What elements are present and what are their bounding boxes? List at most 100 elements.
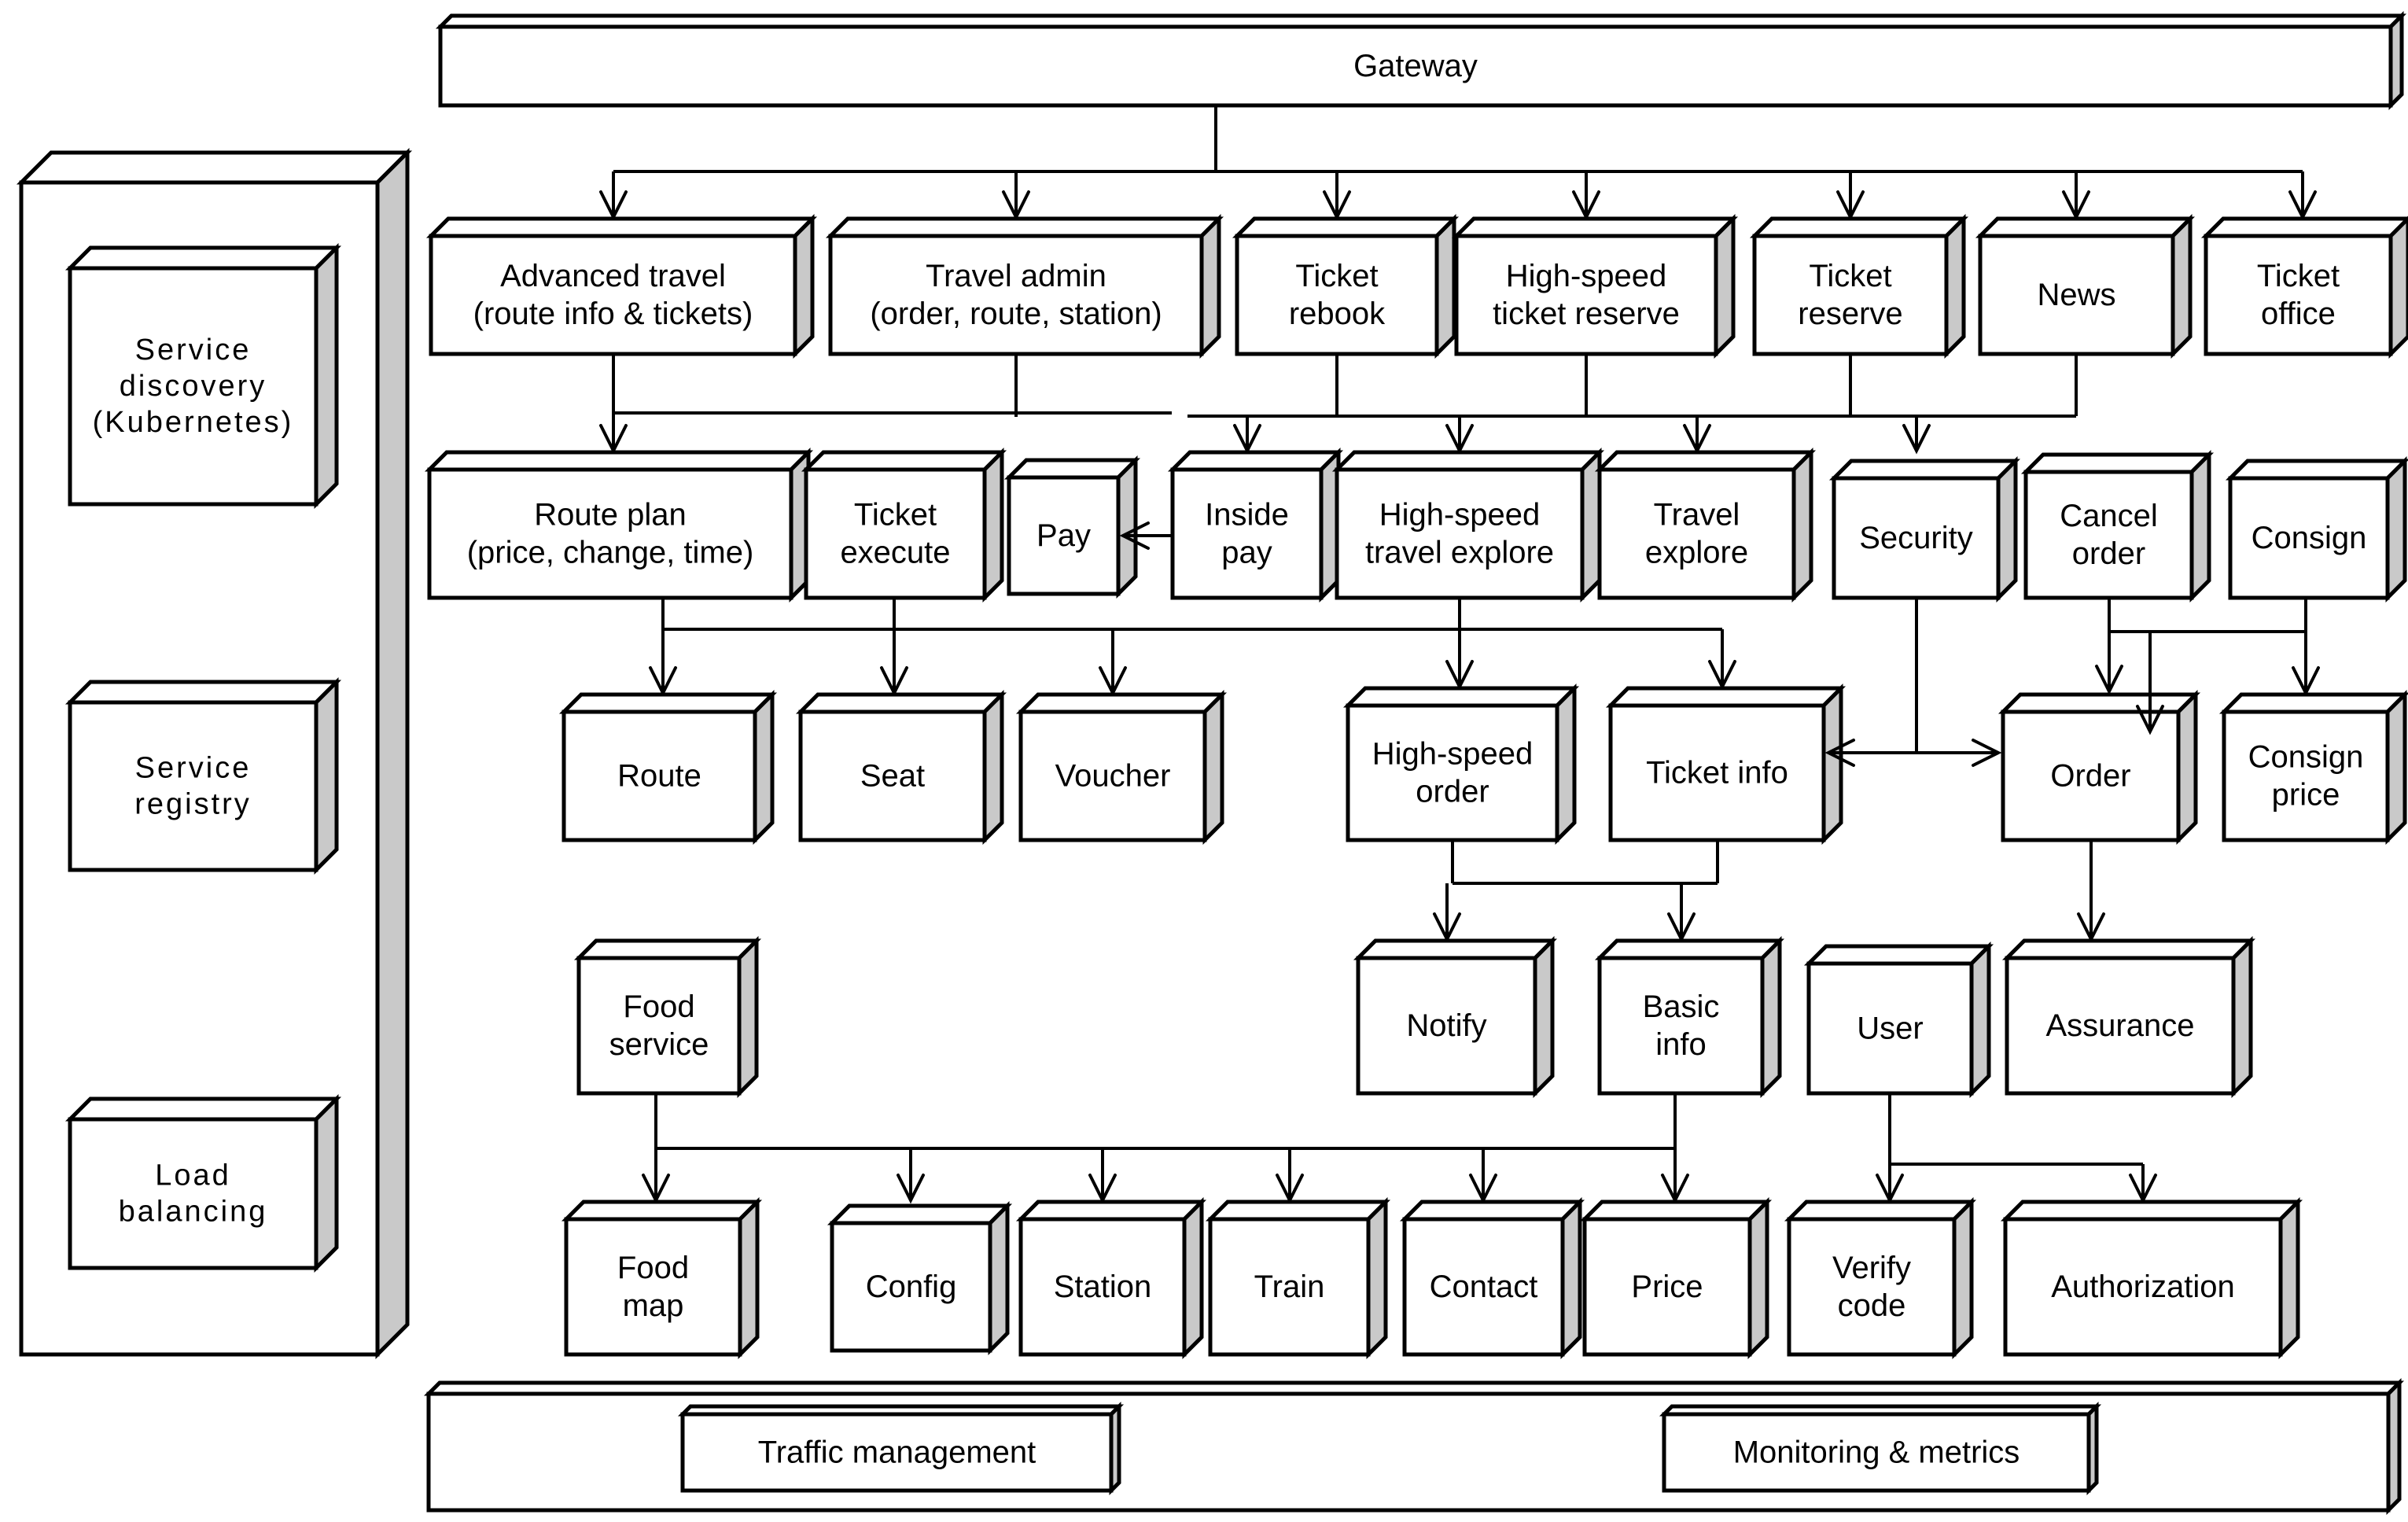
advanced-travel-label: Advanced travel(route info & tickets) [473, 259, 753, 331]
seat-front-face [798, 709, 987, 842]
infrastructure-panel-side-face [375, 147, 410, 1360]
load-balancing-side-face [314, 1093, 339, 1273]
consign-front-face [2228, 476, 2390, 600]
arrowhead-to-food-map-0 [642, 1174, 670, 1204]
assurance-side-face [2231, 935, 2253, 1099]
node-pay: Pay [1003, 455, 1141, 599]
arrowhead-to-travel-admin-0 [1002, 190, 1030, 221]
ticket-info-side-face [1821, 683, 1843, 846]
edge-to-food-map [642, 1148, 670, 1204]
route-plan-top-face [424, 450, 814, 472]
edge-to-security [1902, 416, 1931, 455]
seat-side-face [982, 689, 1004, 846]
arrowhead-to-voucher-0 [1099, 666, 1127, 697]
consign-side-face [2385, 455, 2407, 603]
ticket-rebook-side-face [1434, 213, 1456, 359]
node-order: Order [1997, 689, 2201, 846]
edge-to-authorization [2129, 1164, 2157, 1204]
node-ticket-info: Ticket info [1605, 683, 1847, 846]
ticket-reserve-side-face [1944, 213, 1966, 359]
edge-to-ticket-info [1708, 629, 1736, 691]
node-notify: Notify [1353, 935, 1558, 1099]
pay-front-face [1007, 475, 1121, 596]
route-front-face [561, 709, 757, 842]
authorization-label: Authorization [2051, 1270, 2234, 1304]
ticket-execute-front-face [804, 467, 987, 600]
user-label: User [1857, 1012, 1923, 1046]
food-service-side-face [737, 935, 759, 1099]
price-side-face [1747, 1196, 1769, 1360]
notify-front-face [1356, 956, 1537, 1096]
food-map-top-face [561, 1200, 763, 1222]
edge-to-ticket-reserve [1836, 171, 1865, 221]
pay-side-face [1116, 455, 1138, 599]
advanced-travel-top-face [425, 216, 818, 238]
node-user: User [1803, 941, 1994, 1099]
arrowhead-order-to-assurance-0 [2077, 912, 2105, 943]
service-registry-front-face [68, 700, 318, 872]
arrowhead-inside-pay-to-pay-0 [1119, 521, 1150, 550]
route-label: Route [617, 759, 701, 794]
contact-side-face [1560, 1196, 1582, 1360]
food-service-top-face [573, 938, 762, 960]
node-station: Station [1015, 1196, 1207, 1360]
load-balancing-front-face [68, 1117, 318, 1270]
node-gateway: Gateway [435, 10, 2407, 111]
station-label: Station [1054, 1270, 1152, 1304]
consign-label: Consign [2252, 521, 2367, 555]
edge-user-to-verify-code [1876, 1093, 1904, 1204]
service-discovery-side-face [314, 242, 339, 510]
arrowhead-cancel-order-to-order-0 [2095, 665, 2123, 695]
notify-label: Notify [1406, 1008, 1486, 1043]
consign-price-top-face [2218, 692, 2408, 714]
node-seat: Seat [795, 689, 1007, 846]
arrowhead-to-ticket-office-0 [2288, 190, 2317, 221]
arrowhead-to-train-0 [1276, 1174, 1304, 1204]
edge-advanced-travel-to-route-plan [599, 354, 628, 455]
arrowhead-ticket-execute-to-seat-0 [880, 666, 908, 697]
edge-link-to-order [2136, 632, 2164, 735]
notify-top-face [1353, 938, 1558, 960]
arrowhead-to-advanced-travel-0 [599, 190, 628, 221]
verify-code-top-face [1784, 1200, 1977, 1222]
voucher-label: Voucher [1055, 759, 1171, 794]
edge-route-plan-to-route [649, 598, 677, 697]
arrowhead-to-security-0 [1902, 424, 1931, 455]
arrowhead-basic-info-to-price-0 [1661, 1174, 1689, 1204]
edge-to-inside-pay [1233, 416, 1261, 455]
seat-top-face [795, 692, 1007, 714]
security-side-face [1996, 455, 2018, 603]
seat-label: Seat [860, 759, 925, 794]
config-front-face [830, 1221, 992, 1353]
arrowhead-ticket-info-order-link-0 [1824, 739, 1855, 767]
voucher-top-face [1015, 692, 1228, 714]
edge-inside-pay-to-pay [1119, 521, 1173, 550]
arrowhead-consign-to-consign-price-0 [2292, 666, 2320, 697]
service-discovery-top-face [64, 245, 342, 271]
basic-info-side-face [1760, 935, 1782, 1099]
arrowhead-to-contact-0 [1469, 1174, 1497, 1204]
contact-top-face [1399, 1200, 1585, 1222]
user-side-face [1969, 941, 1991, 1099]
traffic-management-front-face [680, 1412, 1114, 1493]
food-service-front-face [576, 956, 742, 1096]
edge-cancel-order-to-order [2095, 598, 2123, 695]
high-speed-order-top-face [1342, 686, 1580, 708]
node-train: Train [1205, 1196, 1391, 1360]
advanced-travel-side-face [793, 213, 815, 359]
ticket-info-top-face [1605, 686, 1847, 708]
gateway-label: Gateway [1353, 49, 1478, 83]
